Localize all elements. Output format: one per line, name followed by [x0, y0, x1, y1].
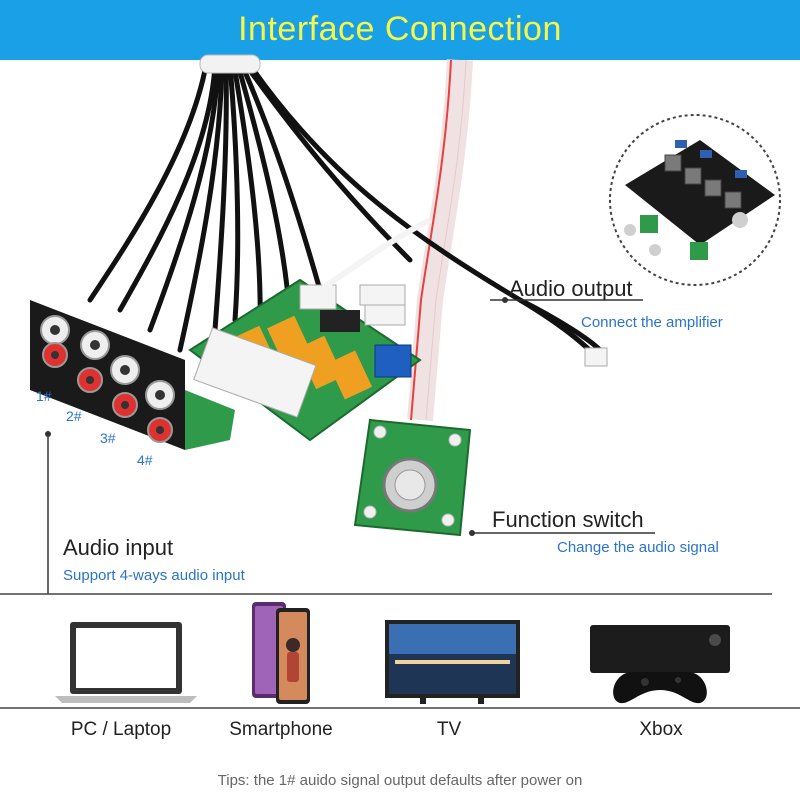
ribbon-cable [407, 59, 473, 422]
laptop-icon [55, 622, 197, 703]
audio-output-title: Audio output [509, 276, 633, 301]
rca-input-jacks [30, 300, 235, 450]
tv-icon [385, 620, 520, 704]
smartphone-icon [252, 602, 310, 704]
xbox-icon [590, 625, 730, 704]
relay-board [188, 278, 422, 442]
function-switch-title: Function switch [492, 507, 644, 532]
device-label-laptop: PC / Laptop [70, 719, 172, 740]
amplifier-board [609, 114, 781, 286]
page-title: Interface Connection [238, 10, 562, 48]
header-banner: Interface Connection [0, 0, 800, 60]
support-ways-caption: Support 4-ways audio input [63, 567, 245, 584]
function-switch-board [353, 418, 472, 537]
audio-cable-bundle [87, 62, 603, 353]
port-label-4: 4# [137, 452, 153, 468]
change-signal-caption: Change the audio signal [557, 539, 719, 556]
device-label-smartphone: Smartphone [229, 719, 333, 740]
port-label-3: 3# [100, 430, 116, 446]
device-label-tv: TV [436, 719, 462, 740]
device-label-xbox: Xbox [639, 719, 683, 740]
tips-note: Tips: the 1# auido signal output default… [217, 772, 583, 789]
audio-input-title: Audio input [63, 535, 174, 560]
port-label-2: 2# [66, 408, 82, 424]
connect-amplifier-caption: Connect the amplifier [581, 314, 723, 331]
port-label-1: 1# [36, 388, 52, 404]
